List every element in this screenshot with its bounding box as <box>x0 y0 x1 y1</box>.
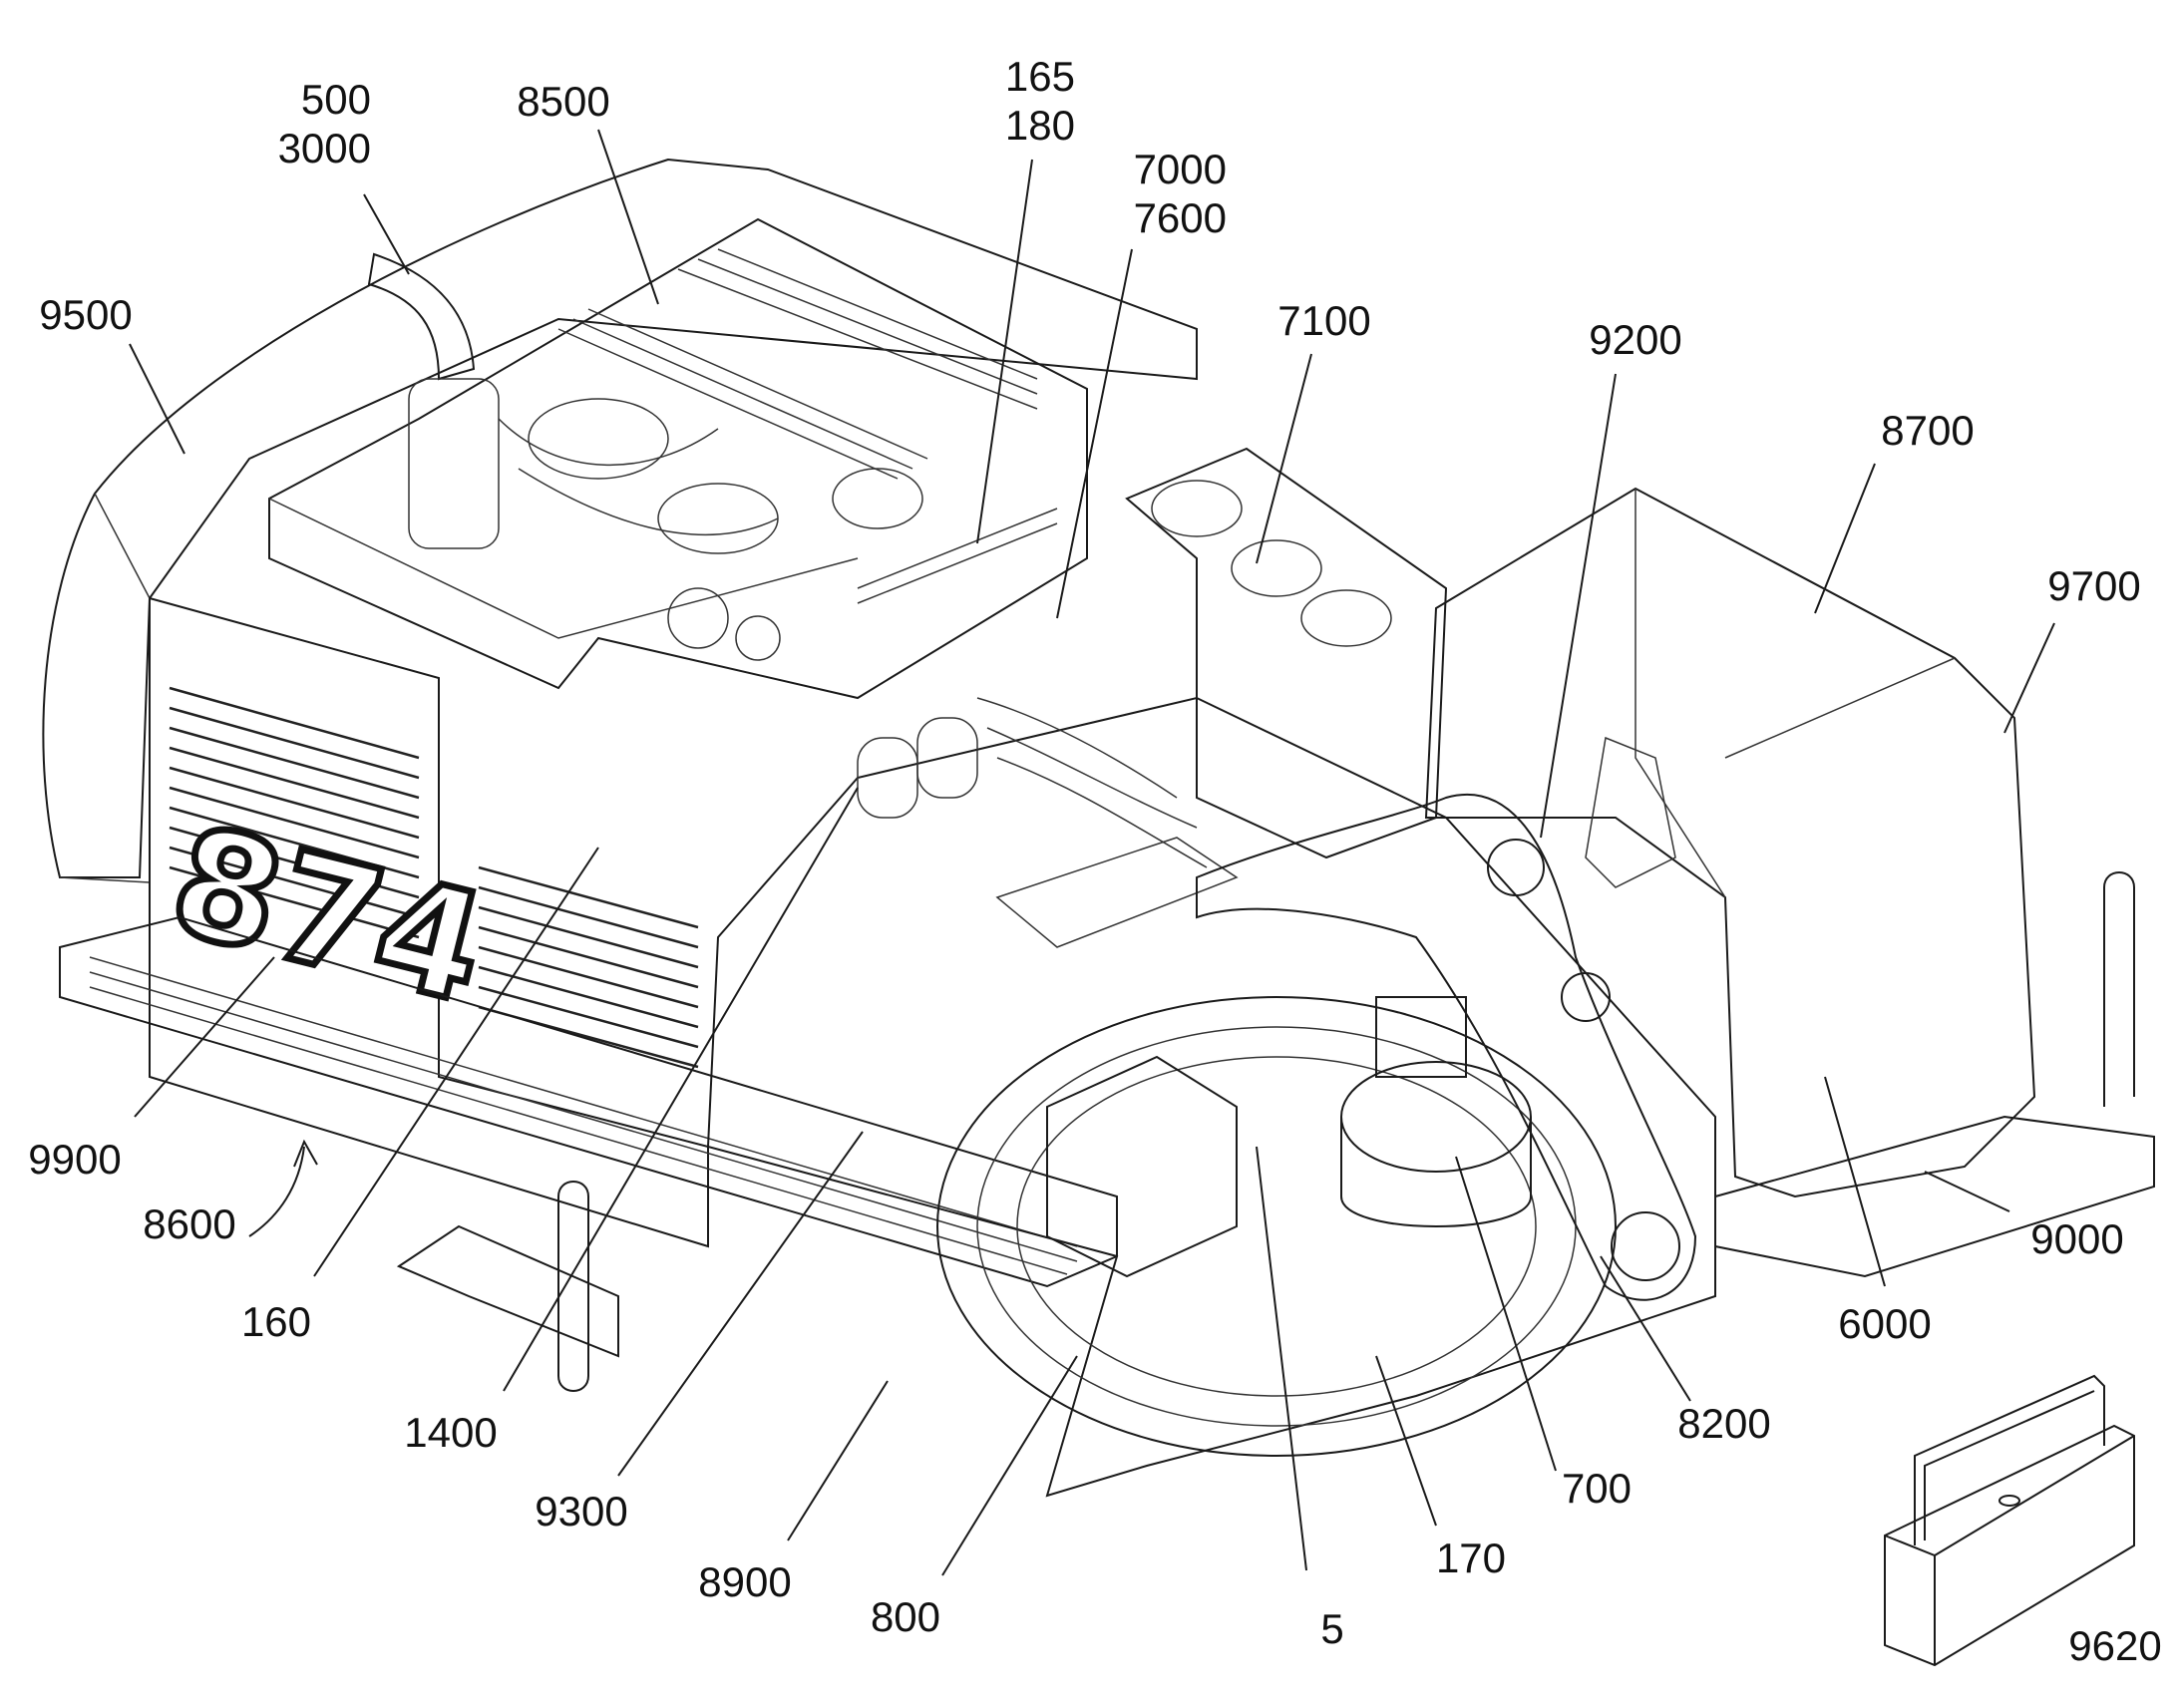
label-5: 5 <box>1320 1605 1343 1652</box>
leader-165 <box>976 159 1033 544</box>
leader-7000 <box>1056 248 1133 619</box>
leader-5 <box>1256 1146 1307 1571</box>
label-8900: 8900 <box>698 1558 791 1605</box>
label-9300: 9300 <box>535 1488 627 1535</box>
swing-bearing <box>936 996 1617 1457</box>
unit-number-decal: 874 <box>156 794 501 1038</box>
counterweight <box>42 158 1198 878</box>
label-700: 700 <box>1562 1465 1632 1512</box>
cab-seat <box>1585 736 1676 888</box>
leader-700 <box>1455 1156 1557 1472</box>
control-valves <box>857 697 1239 948</box>
exhaust-pipe <box>367 252 476 381</box>
label-9500: 9500 <box>39 291 132 338</box>
engine-hood <box>268 217 1088 700</box>
label-9620: 9620 <box>2068 1622 2161 1669</box>
machine-drawing: 874 <box>42 158 2155 1667</box>
leader-1400 <box>503 787 859 1392</box>
label-9700: 9700 <box>2047 562 2140 609</box>
assembly-arrow <box>248 1146 305 1237</box>
label-3000: 3000 <box>278 125 371 171</box>
leader-lines <box>129 129 2055 1576</box>
leader-170 <box>1375 1355 1437 1527</box>
tool-box <box>1884 1374 2135 1667</box>
label-8600: 8600 <box>143 1200 235 1247</box>
label-8200: 8200 <box>1677 1400 1770 1447</box>
leader-9200 <box>1540 373 1617 839</box>
leader-500 <box>363 193 410 275</box>
engine-block <box>408 378 923 661</box>
walkway-right <box>1714 1115 2155 1278</box>
label-7000: 7000 <box>1134 146 1227 192</box>
label-1400: 1400 <box>404 1409 497 1456</box>
cab-handrail <box>2103 871 2135 1107</box>
swing-motor <box>1340 996 1532 1227</box>
side-grille-right <box>478 865 699 1069</box>
label-160: 160 <box>241 1298 311 1345</box>
label-9900: 9900 <box>28 1136 121 1183</box>
label-8500: 8500 <box>517 78 609 125</box>
boom-foot <box>1196 793 1697 1301</box>
callout-labels: 500 3000 8500 165 180 7000 7600 9500 710… <box>28 53 2161 1669</box>
label-180: 180 <box>1005 102 1075 149</box>
battery-box <box>1046 1055 1238 1278</box>
label-8700: 8700 <box>1881 407 1974 454</box>
label-6000: 6000 <box>1838 1300 1931 1347</box>
label-7600: 7600 <box>1134 194 1227 241</box>
leader-800 <box>941 1355 1078 1576</box>
leader-9700 <box>2003 622 2055 734</box>
label-9200: 9200 <box>1589 316 1681 363</box>
leader-8700 <box>1814 463 1876 614</box>
leader-7100 <box>1256 353 1312 564</box>
hood-grille <box>557 248 1058 604</box>
label-165: 165 <box>1005 53 1075 100</box>
label-500: 500 <box>301 76 371 123</box>
leader-8200 <box>1600 1255 1691 1402</box>
walkway-tread <box>89 956 1078 1275</box>
leader-8900 <box>787 1380 889 1541</box>
leader-6000 <box>1824 1076 1886 1287</box>
leader-9900 <box>134 956 275 1118</box>
operator-cab <box>1424 487 2036 1198</box>
leader-160 <box>313 847 599 1277</box>
leader-9000 <box>1924 1171 2010 1212</box>
leader-9500 <box>129 343 185 455</box>
side-grille-left <box>169 686 420 939</box>
grab-handle <box>557 1181 589 1392</box>
label-7100: 7100 <box>1277 297 1370 344</box>
leader-8500 <box>597 129 659 305</box>
label-9000: 9000 <box>2030 1215 2123 1262</box>
leader-9300 <box>617 1131 864 1477</box>
label-170: 170 <box>1436 1535 1506 1581</box>
label-800: 800 <box>871 1593 940 1640</box>
